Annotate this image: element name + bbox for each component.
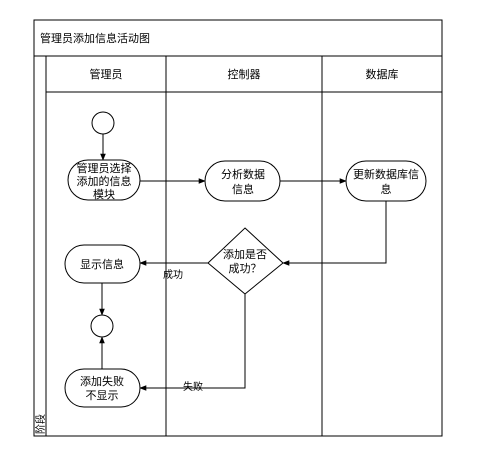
node-select-module-line1: 管理员选择 xyxy=(77,161,132,175)
node-select-module-line3: 模块 xyxy=(93,188,115,201)
edge-decision-to-fail xyxy=(139,294,246,391)
lane-header-database: 数据库 xyxy=(366,67,399,81)
node-fail-hide-line1: 添加失败 xyxy=(80,374,124,388)
node-fail-hide-line2: 不显示 xyxy=(86,389,119,402)
edge-label-success: 成功 xyxy=(163,269,183,281)
end-node xyxy=(90,314,114,338)
node-update-db-line2: 息 xyxy=(381,182,392,196)
edge-update-to-decision xyxy=(282,201,387,266)
diagram-title: 管理员添加信息活动图 xyxy=(40,31,150,45)
node-analyze-data-line2: 信息 xyxy=(232,182,254,196)
phase-label: 阶段 xyxy=(34,414,47,434)
node-analyze-data-line1: 分析数据 xyxy=(221,167,265,181)
lane-header-admin: 管理员 xyxy=(90,67,123,81)
edge-label-fail: 失败 xyxy=(183,380,203,393)
node-select-module xyxy=(67,159,141,201)
node-show-info-label: 显示信息 xyxy=(80,257,124,271)
node-decision-line1: 添加是否 xyxy=(223,247,267,261)
node-decision-line2: 成功？ xyxy=(229,262,262,275)
node-select-module-line2: 添加的信息 xyxy=(77,174,132,188)
node-update-db-line1: 更新数据库信 xyxy=(353,167,419,181)
start-node xyxy=(91,111,115,135)
lane-header-controller: 控制器 xyxy=(228,67,261,81)
